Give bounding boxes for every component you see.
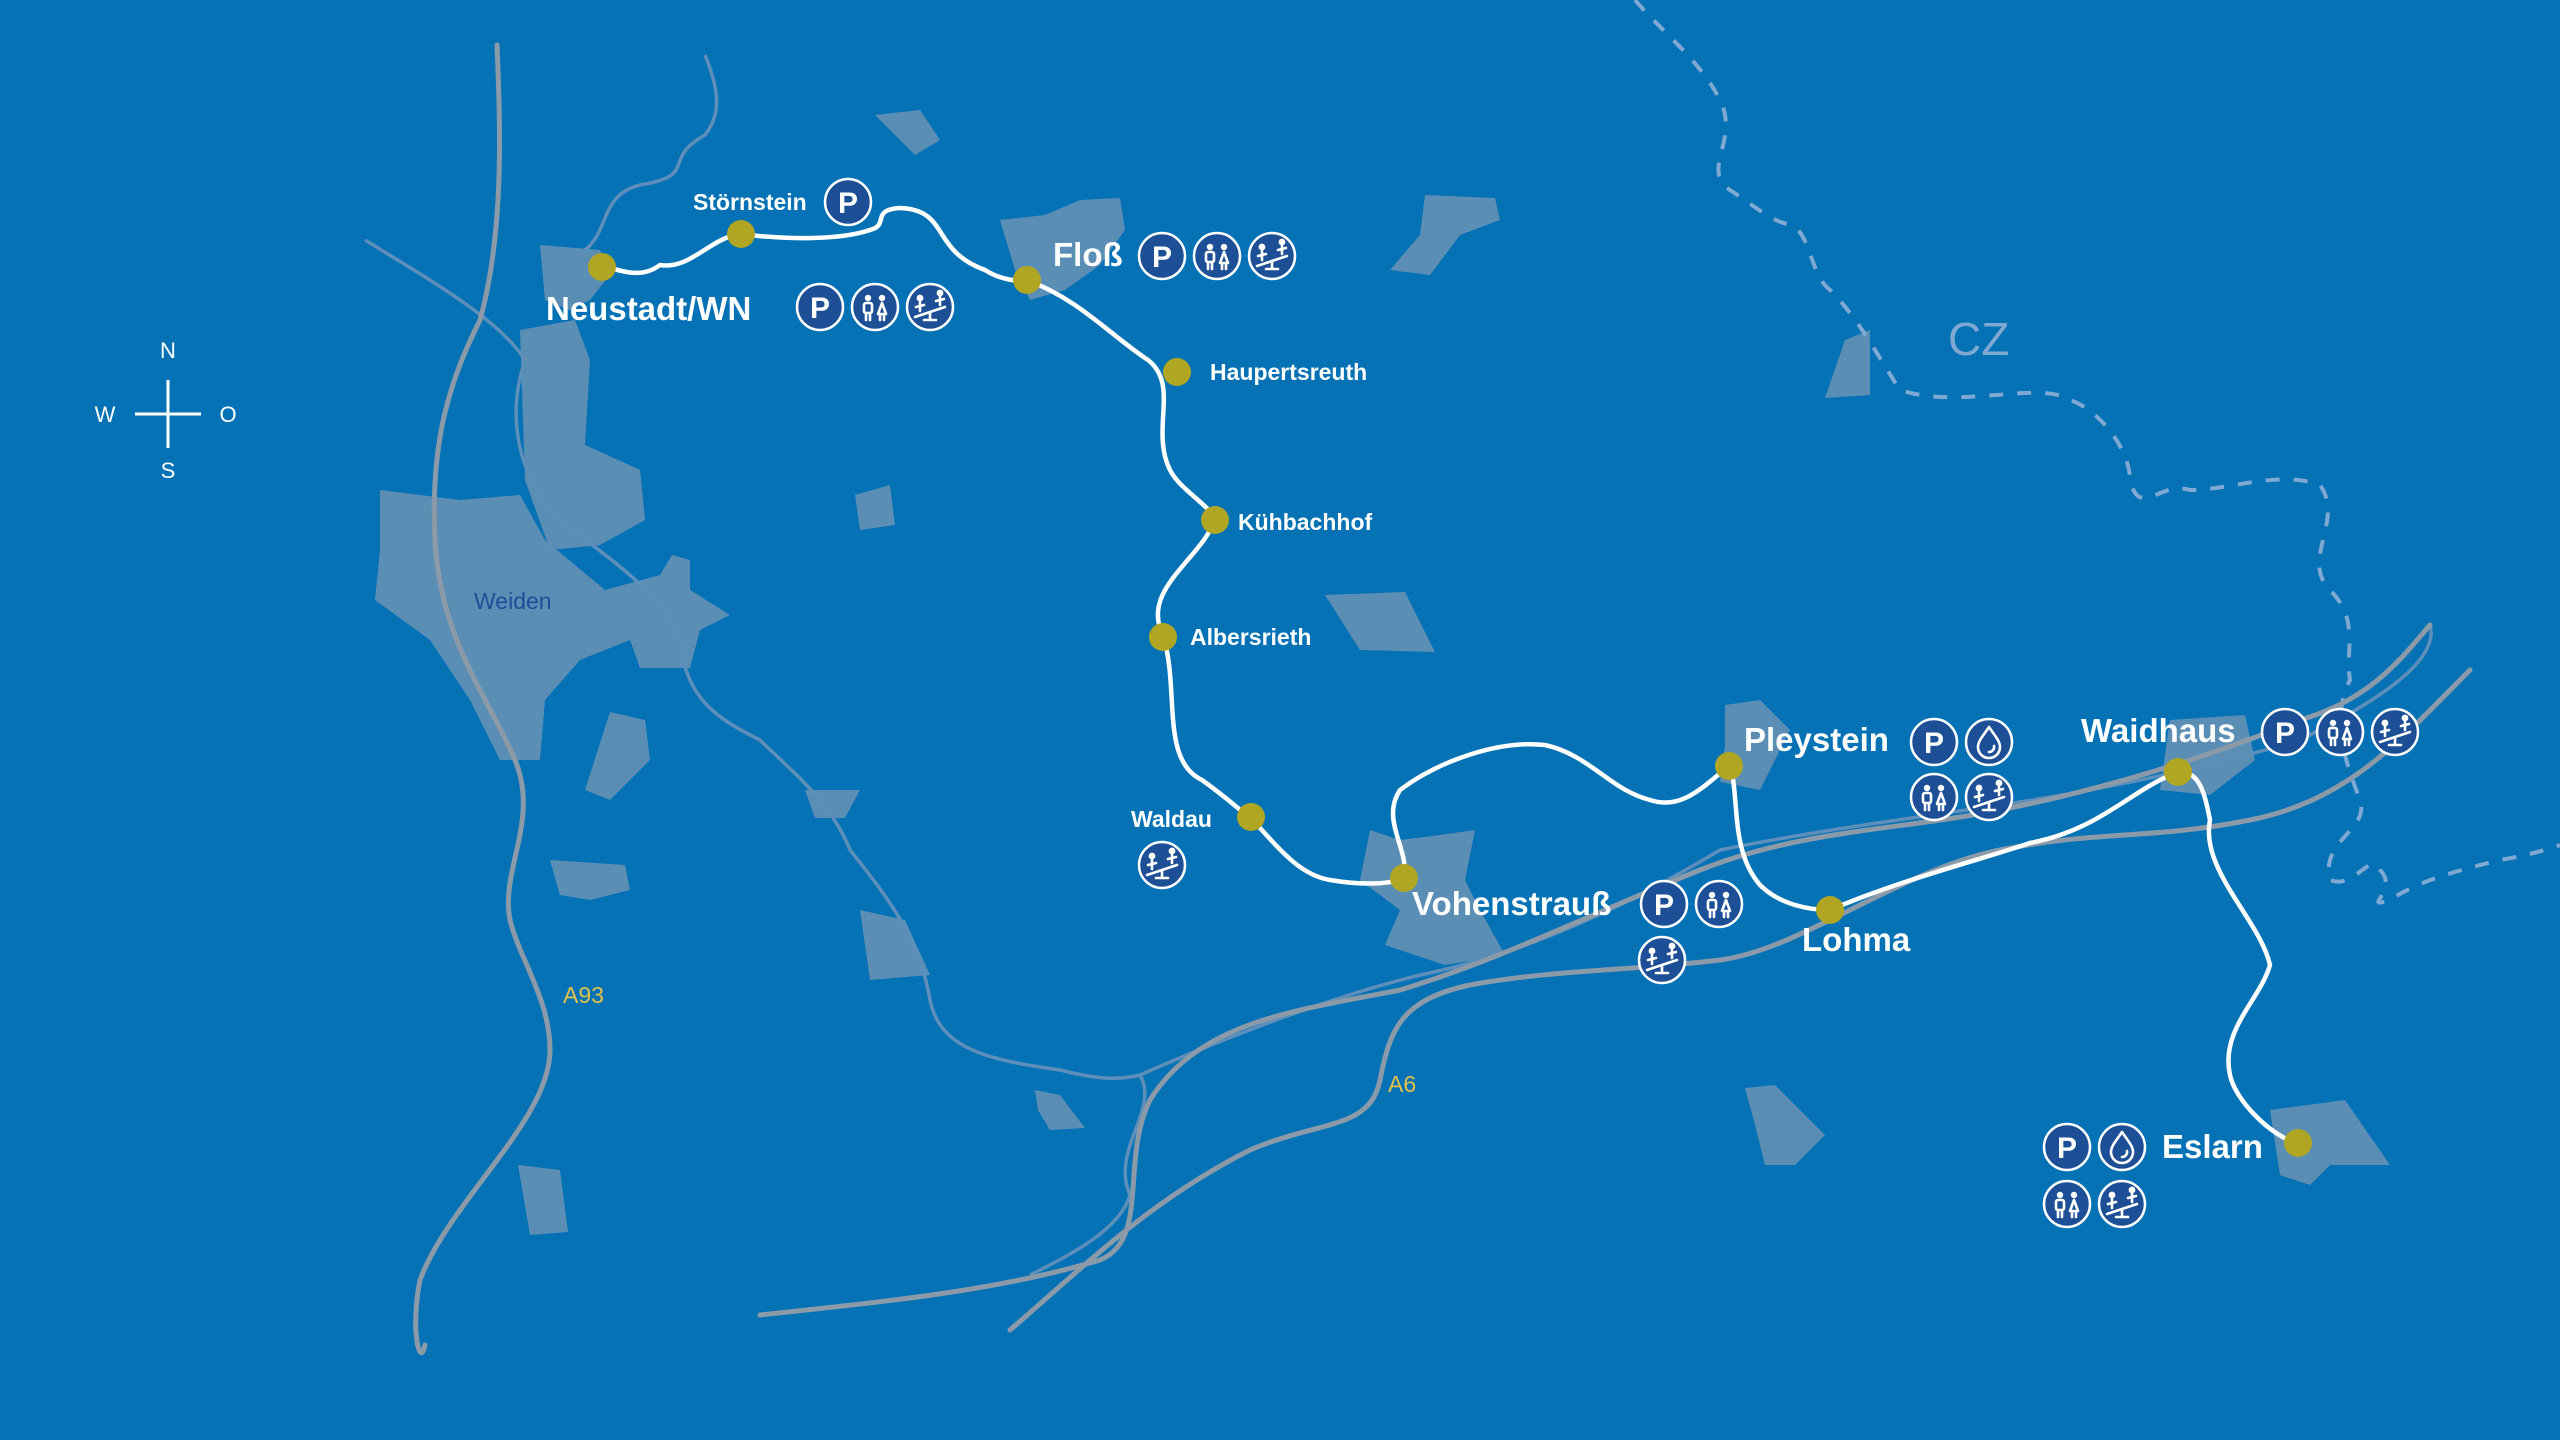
stop-label: Vohenstrauß (1412, 885, 1611, 922)
compass-south: S (161, 458, 176, 483)
neustadt-south-area (520, 320, 645, 550)
vohenstrauss-area (1360, 830, 1505, 965)
playground-icon (2370, 707, 2420, 757)
parking-icon (2260, 707, 2310, 757)
stop-albersrieth[interactable]: Albersrieth (1149, 623, 1311, 651)
stop-label: Pleystein (1744, 721, 1889, 758)
stop-label: Haupertsreuth (1210, 359, 1367, 385)
stop-label: Neustadt/WN (546, 290, 751, 327)
parking-icon (823, 177, 873, 227)
toilets-icon (850, 282, 900, 332)
river-east (1139, 624, 2433, 1077)
lohma-south-area (1745, 1085, 1825, 1165)
stop-dot (2284, 1129, 2312, 1157)
stop-dot (2164, 758, 2192, 786)
playground-icon (1637, 935, 1687, 985)
stop-label: Floß (1053, 236, 1123, 273)
compass-east: O (219, 402, 236, 427)
north-area-3 (855, 485, 895, 530)
stop-waidhaus[interactable]: Waidhaus (2081, 707, 2420, 786)
compass-west: W (95, 402, 116, 427)
stop-haupertsreuth[interactable]: Haupertsreuth (1163, 358, 1367, 386)
stop-dot (1715, 752, 1743, 780)
stop-label: Albersrieth (1190, 624, 1311, 650)
parking-icon (795, 282, 845, 332)
stop-dot (1390, 864, 1418, 892)
road-east (757, 622, 2433, 1318)
city-label-weiden: Weiden (474, 588, 552, 614)
playground-icon (2097, 1179, 2147, 1229)
small-town-area-4 (518, 1165, 568, 1235)
compass-cross (135, 380, 201, 448)
stop-dot (1816, 896, 1844, 924)
stop-label: Störnstein (693, 189, 807, 215)
eslarn-area (2270, 1100, 2390, 1185)
playground-icon (1964, 772, 2014, 822)
small-town-area-2 (860, 910, 930, 980)
stop-label: Eslarn (2162, 1128, 2263, 1165)
parking-icon (1137, 231, 1187, 281)
stop-dot (1201, 506, 1229, 534)
parking-icon (1909, 717, 1959, 767)
stop-neustadt[interactable]: Neustadt/WN (546, 253, 955, 332)
stop-dot (1013, 266, 1041, 294)
playground-icon (1137, 840, 1187, 890)
river-naab (364, 238, 1141, 1081)
stop-label: Waidhaus (2081, 712, 2236, 749)
stop-label: Waldau (1131, 806, 1212, 832)
stop-waldau[interactable]: Waldau (1131, 803, 1265, 890)
stop-vohenstrauss[interactable]: Vohenstrauß (1390, 864, 1744, 985)
playground-icon (1247, 231, 1297, 281)
toilets-icon (2042, 1179, 2092, 1229)
south-weiden-area (550, 860, 630, 900)
stop-dot (727, 220, 755, 248)
cycle-route (597, 205, 2301, 1146)
toilets-icon (1694, 879, 1744, 929)
stop-kuehbachhof[interactable]: Kühbachhof (1201, 506, 1372, 535)
stop-dot (588, 253, 616, 281)
stop-eslarn[interactable]: Eslarn (2042, 1122, 2312, 1229)
cz-area (1825, 330, 1870, 398)
north-area-2 (1390, 195, 1500, 275)
road-a93 (413, 42, 553, 1356)
stop-label: Lohma (1802, 921, 1911, 958)
stop-dot (1149, 623, 1177, 651)
stop-dot (1237, 803, 1265, 831)
water-icon (1964, 717, 2014, 767)
north-area-1 (875, 110, 940, 155)
stop-pleystein[interactable]: Pleystein (1715, 717, 2014, 822)
toilets-icon (2315, 707, 2365, 757)
compass-north: N (160, 338, 176, 363)
water-icon (2097, 1122, 2147, 1172)
road-label-a6: A6 (1388, 1071, 1416, 1097)
toilets-icon (1192, 231, 1242, 281)
small-town-area-3 (1035, 1090, 1085, 1130)
middle-area-1 (1325, 592, 1435, 652)
parking-icon (1639, 879, 1689, 929)
parking-icon (2042, 1122, 2092, 1172)
stop-stoernstein[interactable]: Störnstein (693, 177, 873, 248)
playground-icon (905, 282, 955, 332)
stop-lohma[interactable]: Lohma (1802, 896, 1911, 958)
country-label-cz: CZ (1948, 313, 2009, 365)
road-label-a93: A93 (563, 982, 604, 1008)
weiden-area (375, 490, 730, 760)
stop-dot (1163, 358, 1191, 386)
river-north (583, 54, 719, 252)
compass: N S W O (95, 338, 237, 483)
stop-floss[interactable]: Floß (1013, 231, 1297, 294)
east-weiden-area (585, 712, 650, 800)
border-czech (1633, 0, 2560, 905)
stop-label: Kühbachhof (1238, 509, 1372, 535)
toilets-icon (1909, 772, 1959, 822)
